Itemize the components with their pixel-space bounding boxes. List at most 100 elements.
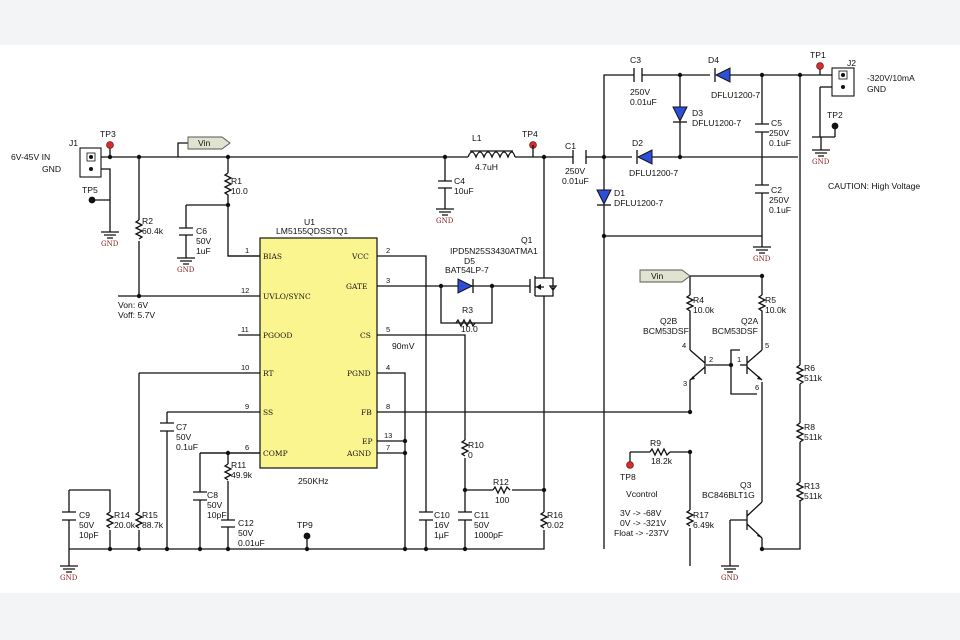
- c6-voltage: 50V: [196, 236, 212, 246]
- q2b-pin-2: 2: [709, 355, 713, 364]
- c7-value: 0.1uF: [176, 442, 198, 452]
- d4-part: DFLU1200-7: [711, 90, 760, 100]
- r14-value: 20.0k: [114, 520, 136, 530]
- c11-ref: C11: [474, 510, 489, 520]
- r17-value: 6.49k: [693, 520, 715, 530]
- tp2[interactable]: TP2: [827, 110, 843, 137]
- c12-value: 0.01uF: [238, 538, 265, 548]
- diode-d3[interactable]: D3 DFLU1200-7: [672, 106, 741, 128]
- schematic-svg: U1 LM5155QDSSTQ1 250KHz BIAS UVLO/SYNC P…: [11, 50, 920, 582]
- c10-ref: C10: [434, 510, 450, 520]
- capacitor-c3[interactable]: C3 250V 0.01uF: [630, 55, 657, 107]
- c2-voltage: 250V: [769, 195, 789, 205]
- d1-ref: D1: [614, 188, 625, 198]
- ic-u1[interactable]: U1 LM5155QDSSTQ1 250KHz BIAS UVLO/SYNC P…: [200, 217, 392, 486]
- svg-text:GND: GND: [812, 158, 830, 166]
- resistor-r1[interactable]: R1 10.0: [223, 172, 248, 199]
- vcontrol-note-1: 3V -> -68V: [620, 508, 662, 518]
- ic-ref: U1: [304, 217, 315, 227]
- j2-ref: J2: [847, 58, 856, 68]
- diode-d1[interactable]: D1 DFLU1200-7: [596, 188, 663, 208]
- resistor-r8[interactable]: R8 511k: [795, 422, 823, 443]
- vin-tag-text-2: Vin: [651, 271, 663, 281]
- pin-pgood-label: PGOOD: [263, 331, 292, 340]
- capacitor-c8[interactable]: C8 50V 10pF: [193, 490, 227, 520]
- diode-d4[interactable]: D4 DFLU1200-7: [708, 55, 760, 100]
- c11-voltage: 50V: [474, 520, 490, 530]
- transistor-q3[interactable]: Q3 BC846BLT1G: [702, 480, 763, 539]
- schematic-sheet: U1 LM5155QDSSTQ1 250KHz BIAS UVLO/SYNC P…: [0, 45, 960, 593]
- resistor-r10[interactable]: R10 0: [460, 439, 484, 460]
- resistor-r2[interactable]: R2 60.4k: [134, 216, 164, 240]
- transistor-q2b[interactable]: Q2B BCM53DSF 4 2 3: [643, 316, 713, 393]
- diode-d2[interactable]: D2 DFLU1200-7: [629, 138, 678, 178]
- tp4[interactable]: TP4: [522, 129, 538, 157]
- tp5[interactable]: TP5: [82, 185, 98, 204]
- caution-label: CAUTION: High Voltage: [828, 181, 920, 191]
- tp3[interactable]: TP3: [100, 129, 116, 149]
- resistor-r3[interactable]: R3 10.0: [455, 305, 478, 334]
- svg-text:GND: GND: [753, 255, 771, 263]
- resistor-r5[interactable]: R5 10.0k: [757, 294, 787, 315]
- resistor-r11[interactable]: R11 49.9k: [223, 460, 253, 481]
- d2-part: DFLU1200-7: [629, 168, 678, 178]
- resistor-r16[interactable]: R16 0.02: [539, 510, 564, 530]
- capacitor-c1[interactable]: C1 250V 0.01uF: [562, 141, 589, 186]
- tp1[interactable]: TP1: [810, 50, 826, 70]
- capacitor-c10[interactable]: C10 16V 1µF: [419, 510, 450, 540]
- resistor-r13[interactable]: R13 511k: [795, 481, 823, 502]
- c12-ref: C12: [238, 518, 254, 528]
- q2a-part: BCM53DSF: [712, 326, 758, 336]
- vin-net-tag-top: Vin: [187, 136, 231, 150]
- pin-pgnd-label: PGND: [347, 369, 371, 378]
- junction-dots: [107, 72, 803, 552]
- connector-j1[interactable]: J1 6V-45V IN GND: [11, 138, 102, 178]
- vcontrol-note-3: Float -> -237V: [614, 528, 669, 538]
- resistor-r12[interactable]: R12 100: [492, 477, 511, 505]
- capacitor-c12[interactable]: C12 50V 0.01uF: [221, 518, 265, 548]
- q2a-pin-1: 1: [737, 355, 741, 364]
- input-gnd-label: GND: [42, 164, 61, 174]
- pin-ss-number: 9: [245, 402, 249, 411]
- tp9[interactable]: TP9: [297, 520, 313, 549]
- l1-ref: L1: [472, 133, 482, 143]
- mosfet-q1[interactable]: Q1 IPD5N25S3430ATMA1: [450, 235, 558, 297]
- resistor-r17[interactable]: R17 6.49k: [685, 509, 715, 530]
- r4-value: 10.0k: [693, 305, 715, 315]
- resistor-r9[interactable]: R9 18.2k: [649, 438, 673, 466]
- capacitor-c4[interactable]: C4 10uF: [438, 176, 474, 196]
- pin-vcc-number: 2: [386, 246, 390, 255]
- capacitor-c2[interactable]: C2 250V 0.1uF: [755, 184, 791, 215]
- diode-d5[interactable]: D5 BAT54LP-7: [445, 256, 489, 294]
- c6-ref: C6: [196, 226, 207, 236]
- pin-gate-number: 3: [386, 276, 390, 285]
- tp8[interactable]: TP8: [620, 461, 636, 482]
- tp8-label: TP8: [620, 472, 636, 482]
- d1-part: DFLU1200-7: [614, 198, 663, 208]
- capacitor-c6[interactable]: C6 50V 1uF: [179, 226, 212, 258]
- d5-part: BAT54LP-7: [445, 265, 489, 275]
- ground-symbols: GND GND GND GND GND GND GND: [60, 149, 830, 582]
- annotations: Von: 6V Voff: 5.7V 90mV CAUTION: High Vo…: [118, 181, 920, 538]
- r11-value: 49.9k: [231, 470, 253, 480]
- resistor-r6[interactable]: R6 511k: [795, 363, 823, 385]
- resistor-r15[interactable]: R15 88.7k: [134, 510, 164, 530]
- capacitor-c9[interactable]: C9 50V 10pF: [62, 510, 99, 540]
- resistor-r14[interactable]: R14 20.0k: [105, 510, 136, 530]
- capacitor-c5[interactable]: C5 250V 0.1uF: [755, 118, 791, 148]
- inductor-l1[interactable]: L1 4.7uH: [467, 133, 516, 172]
- connector-j2[interactable]: J2 -320V/10mA GND: [831, 58, 915, 97]
- transistor-q2a[interactable]: Q2A BCM53DSF 5 1 6: [712, 316, 769, 392]
- c4-ref: C4: [454, 176, 465, 186]
- capacitor-c11[interactable]: C11 50V 1000pF: [458, 510, 503, 540]
- pin-bias-number: 1: [245, 246, 249, 255]
- r8-value: 511k: [804, 432, 823, 442]
- r8-ref: R8: [804, 422, 815, 432]
- d5-ref: D5: [464, 256, 475, 266]
- tp3-label: TP3: [100, 129, 116, 139]
- resistor-r4[interactable]: R4 10.0k: [685, 294, 715, 315]
- capacitor-c7[interactable]: C7 50V 0.1uF: [160, 422, 198, 452]
- c9-value: 10pF: [79, 530, 99, 540]
- d2-ref: D2: [632, 138, 643, 148]
- c5-voltage: 250V: [769, 128, 789, 138]
